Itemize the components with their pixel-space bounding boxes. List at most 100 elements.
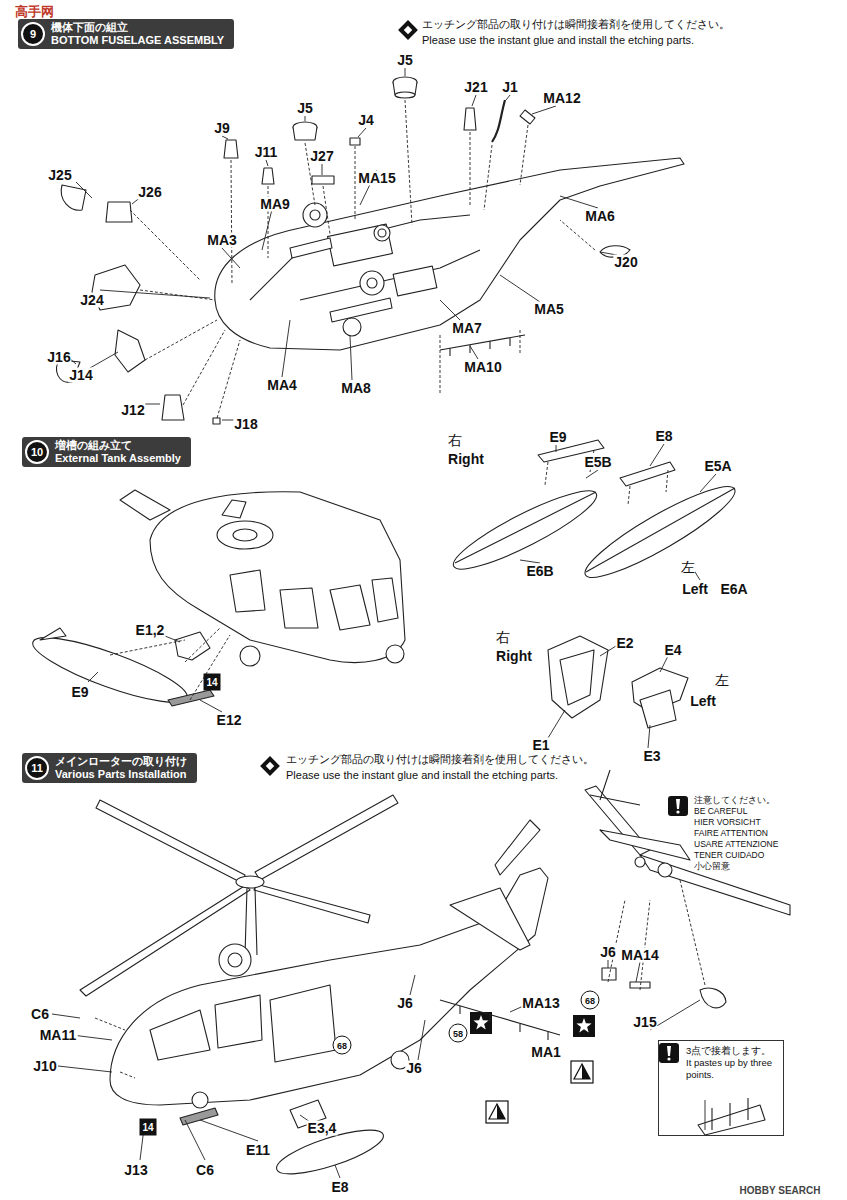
part-number: J6: [405, 1061, 423, 1076]
node-text: BOTTOM FUSELAGE ASSEMBLY: [51, 34, 224, 47]
node-text: 3点で接着します。: [686, 1045, 779, 1057]
part-number: J27: [309, 149, 334, 164]
part-number: J5: [396, 53, 414, 68]
part-number: J10: [32, 1059, 57, 1074]
text-group: 10: [31, 446, 43, 459]
text-group: メインローターの取り付けVarious Parts Installation: [55, 755, 187, 781]
step-number: 9: [21, 22, 45, 46]
part-number: MA12: [542, 91, 581, 106]
part-number: E6A: [719, 582, 748, 597]
color-callout: 68: [333, 1036, 352, 1055]
node-text: 11: [31, 762, 43, 775]
caution-text: TENER CUIDADO: [694, 850, 764, 860]
part-number: J1: [501, 80, 519, 95]
part-number: E1,2: [135, 623, 166, 638]
part-number: MA14: [620, 948, 659, 963]
part-number: E11: [245, 1143, 271, 1158]
part-number: J6: [396, 996, 414, 1011]
node-text: Various Parts Installation: [55, 768, 187, 781]
color-callout: 58: [449, 1024, 468, 1043]
instruction-note: エッチング部品の取り付けは瞬間接着剤を使用してください。: [422, 18, 730, 31]
text-group: 14: [206, 677, 217, 688]
part-number: J14: [68, 368, 93, 383]
part-number: J6: [599, 945, 617, 960]
part-number: J4: [357, 113, 375, 128]
node-text: It pastes up by three points.: [686, 1057, 779, 1081]
instruction-note: Please use the instant glue and install …: [286, 769, 558, 782]
part-number: MA1: [530, 1045, 562, 1060]
part-number: E12: [216, 713, 243, 728]
part-number: E1: [531, 738, 550, 753]
side-label: 左: [715, 672, 729, 688]
color-callout: 68: [581, 991, 600, 1010]
text-group: 58: [453, 1028, 463, 1038]
watermark: 高手网: [15, 3, 54, 21]
part-number: J9: [213, 121, 231, 136]
step-header: 機体下面の組立BOTTOM FUSELAGE ASSEMBLY 9: [18, 19, 234, 49]
part-number: E9: [548, 430, 567, 445]
text-group: 3点で接着します。It pastes up by three points.: [686, 1045, 779, 1081]
part-number: MA13: [521, 996, 560, 1011]
instruction-note: Please use the instant glue and install …: [422, 34, 694, 47]
text-group: 11: [31, 762, 43, 775]
caution-text: HIER VORSICHT: [694, 817, 761, 827]
step-header: 増槽の組み立てExternal Tank Assembly 10: [22, 437, 191, 467]
step-header: メインローターの取り付けVarious Parts Installation 11: [22, 753, 197, 783]
node-text: 14: [142, 1122, 153, 1133]
part-number: J26: [137, 185, 162, 200]
side-label: 右: [448, 432, 462, 448]
node-text: 機体下面の組立: [51, 21, 224, 34]
node-text: メインローターの取り付け: [55, 755, 187, 768]
part-number: E4: [663, 643, 682, 658]
node-text: 68: [337, 1040, 347, 1050]
part-number: J16: [46, 350, 71, 365]
part-number: E8: [330, 1180, 349, 1195]
part-number: E2: [615, 636, 634, 651]
node-text: 増槽の組み立て: [55, 439, 181, 452]
part-number: Right: [495, 649, 533, 664]
text-group: 68: [337, 1040, 347, 1050]
part-number: MA8: [340, 381, 372, 396]
caution-text: BE CAREFUL: [694, 806, 747, 816]
part-number: J11: [254, 145, 279, 160]
part-number: E3,4: [307, 1121, 338, 1136]
step-number: 11: [25, 756, 49, 780]
step-number: 10: [25, 440, 49, 464]
text-group: 14: [142, 1122, 153, 1133]
part-number: J5: [296, 101, 314, 116]
part-number: E9: [70, 685, 89, 700]
node-text: 58: [453, 1028, 463, 1038]
part-number: E8: [654, 429, 673, 444]
part-number: E5B: [583, 455, 612, 470]
color-callout: 14: [140, 1119, 157, 1136]
text-group: 増槽の組み立てExternal Tank Assembly: [55, 439, 181, 465]
part-number: J24: [79, 293, 104, 308]
part-number: MA9: [259, 197, 291, 212]
note-box: 3点で接着します。It pastes up by three points.: [658, 1040, 784, 1136]
part-number: J18: [233, 417, 258, 432]
color-callout: 14: [204, 674, 221, 691]
caution-text: 小心留意: [694, 861, 730, 871]
node-text: 68: [585, 995, 595, 1005]
node-text: 14: [206, 677, 217, 688]
caution-text: 注意してください。: [694, 795, 775, 805]
part-number: E6B: [525, 564, 554, 579]
part-number: MA10: [463, 360, 502, 375]
part-number: MA15: [357, 171, 396, 186]
part-number: J20: [613, 255, 638, 270]
part-number: MA3: [206, 233, 238, 248]
node-text: 9: [30, 28, 36, 41]
caution-text: USARE ATTENZIONE: [694, 839, 778, 849]
text-group: 9: [30, 28, 36, 41]
part-number: E5A: [703, 459, 732, 474]
part-number: MA5: [533, 302, 565, 317]
part-number: J21: [463, 80, 488, 95]
part-number: J25: [47, 168, 72, 183]
text-group: 68: [585, 995, 595, 1005]
part-number: E3: [642, 749, 661, 764]
part-number: Left: [681, 582, 709, 597]
part-number: J12: [120, 403, 145, 418]
part-number: Left: [689, 694, 717, 709]
